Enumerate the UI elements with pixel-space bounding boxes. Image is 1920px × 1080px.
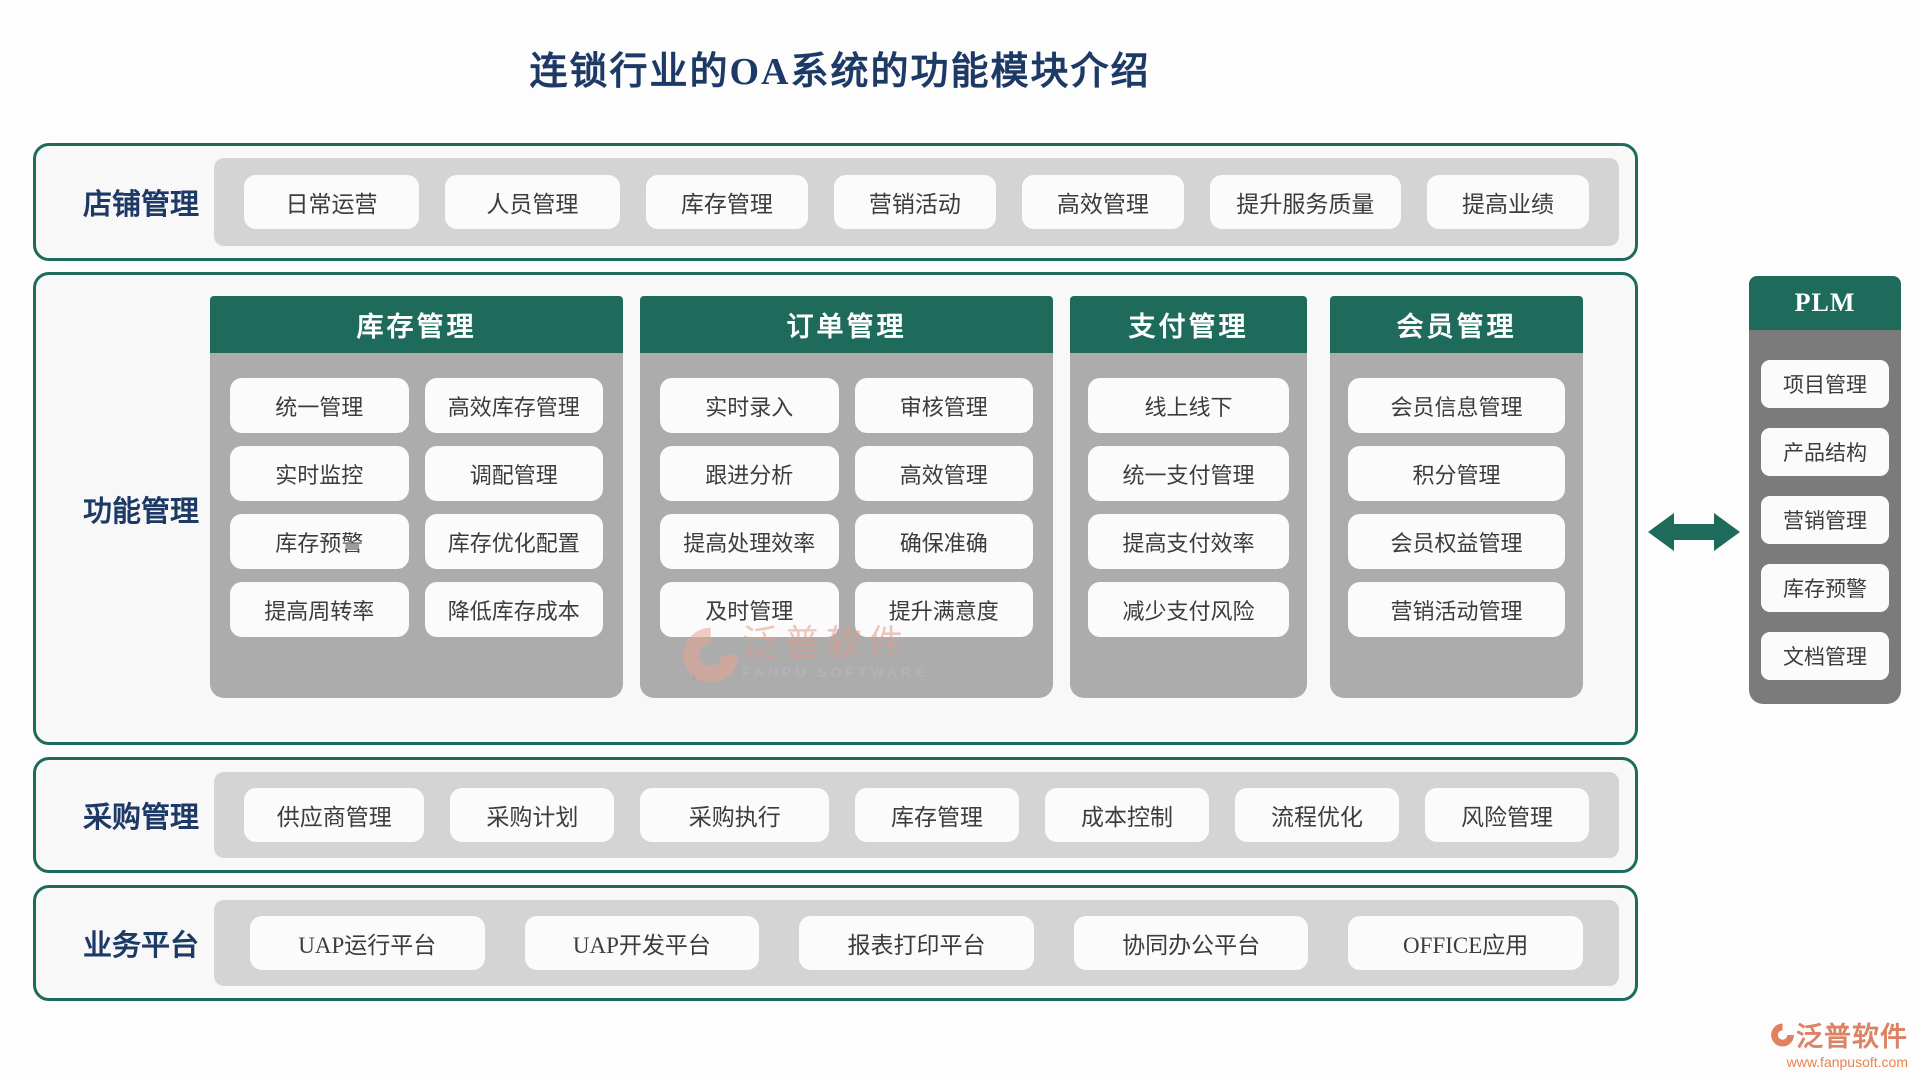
store-item: 提高业绩 [1427, 175, 1589, 229]
function-item: 实时监控 [230, 446, 409, 501]
plm-item: 产品结构 [1761, 428, 1889, 476]
procurement-item: 流程优化 [1235, 788, 1399, 842]
procurement-item: 供应商管理 [244, 788, 425, 842]
function-item: 会员权益管理 [1348, 514, 1565, 569]
order-column-header: 订单管理 [640, 296, 1053, 353]
store-item: 高效管理 [1021, 175, 1184, 229]
platform-item: 报表打印平台 [799, 916, 1034, 970]
footer-brand: 泛普软件 www.fanpusoft.com [1768, 1015, 1908, 1070]
platform-section: 业务平台 UAP运行平台 UAP开发平台 报表打印平台 协同办公平台 OFFIC… [33, 885, 1638, 1001]
inventory-column-body: 统一管理 高效库存管理 实时监控 调配管理 库存预警 库存优化配置 提高周转率 … [210, 353, 623, 698]
function-item: 会员信息管理 [1348, 378, 1565, 433]
plm-item: 营销管理 [1761, 496, 1889, 544]
payment-column: 支付管理 线上线下 统一支付管理 提高支付效率 减少支付风险 [1070, 296, 1307, 698]
fanpu-logo-icon [1771, 1023, 1794, 1046]
function-item: 实时录入 [660, 378, 839, 433]
footer-brand-name: 泛普软件 [1796, 1022, 1908, 1052]
procurement-item: 成本控制 [1045, 788, 1209, 842]
platform-item: UAP运行平台 [250, 916, 485, 970]
store-item: 营销活动 [833, 175, 996, 229]
function-item: 降低库存成本 [424, 582, 603, 637]
plm-panel: PLM 项目管理 产品结构 营销管理 库存预警 文档管理 [1749, 276, 1901, 704]
function-item: 提升满意度 [854, 582, 1033, 637]
payment-column-body: 线上线下 统一支付管理 提高支付效率 减少支付风险 [1070, 353, 1307, 698]
function-item: 减少支付风险 [1088, 582, 1289, 637]
function-item: 统一支付管理 [1088, 446, 1289, 501]
function-item: 高效库存管理 [424, 378, 603, 433]
plm-panel-body: 项目管理 产品结构 营销管理 库存预警 文档管理 [1749, 330, 1901, 704]
inventory-column-header: 库存管理 [210, 296, 623, 353]
platform-item: OFFICE应用 [1348, 916, 1583, 970]
store-management-section: 店铺管理 日常运营 人员管理 库存管理 营销活动 高效管理 提升服务质量 提高业… [33, 143, 1638, 261]
function-item: 线上线下 [1088, 378, 1289, 433]
procurement-item: 采购执行 [640, 788, 829, 842]
function-item: 及时管理 [660, 582, 839, 637]
platform-items-strip: UAP运行平台 UAP开发平台 报表打印平台 协同办公平台 OFFICE应用 [214, 900, 1619, 986]
platform-section-label: 业务平台 [82, 930, 199, 962]
function-item: 跟进分析 [660, 446, 839, 501]
footer-brand-url: www.fanpusoft.com [1786, 1054, 1908, 1070]
store-items-strip: 日常运营 人员管理 库存管理 营销活动 高效管理 提升服务质量 提高业绩 [214, 158, 1619, 246]
plm-item: 库存预警 [1761, 564, 1889, 612]
function-section-label: 功能管理 [82, 495, 199, 528]
page-title: 连锁行业的OA系统的功能模块介绍 [529, 51, 1151, 93]
store-item: 日常运营 [244, 175, 419, 229]
member-column-header: 会员管理 [1330, 296, 1583, 353]
order-column-body: 实时录入 审核管理 跟进分析 高效管理 提高处理效率 确保准确 及时管理 提升满… [640, 353, 1053, 698]
store-section-label: 店铺管理 [82, 189, 199, 221]
footer-brand-row: 泛普软件 [1768, 1015, 1908, 1054]
function-item: 统一管理 [230, 378, 409, 433]
procurement-item: 风险管理 [1425, 788, 1589, 842]
store-item: 人员管理 [444, 175, 620, 229]
function-item: 积分管理 [1348, 446, 1565, 501]
inventory-column: 库存管理 统一管理 高效库存管理 实时监控 调配管理 库存预警 库存优化配置 提… [210, 296, 623, 698]
procurement-section-label: 采购管理 [82, 802, 199, 834]
store-item: 库存管理 [645, 175, 808, 229]
payment-column-header: 支付管理 [1070, 296, 1307, 353]
function-item: 库存优化配置 [424, 514, 603, 569]
function-item: 确保准确 [854, 514, 1033, 569]
platform-item: 协同办公平台 [1073, 916, 1309, 970]
procurement-section: 采购管理 供应商管理 采购计划 采购执行 库存管理 成本控制 流程优化 风险管理 [33, 757, 1638, 873]
function-management-section: 功能管理 库存管理 统一管理 高效库存管理 实时监控 调配管理 库存预警 库存优… [33, 272, 1638, 745]
function-item: 营销活动管理 [1348, 582, 1565, 637]
function-item: 提高周转率 [230, 582, 409, 637]
function-item: 高效管理 [854, 446, 1033, 501]
platform-item: UAP开发平台 [524, 916, 760, 970]
procurement-item: 采购计划 [450, 788, 615, 842]
procurement-items-strip: 供应商管理 采购计划 采购执行 库存管理 成本控制 流程优化 风险管理 [214, 772, 1619, 858]
function-item: 提高支付效率 [1088, 514, 1289, 569]
member-column-body: 会员信息管理 积分管理 会员权益管理 营销活动管理 [1330, 353, 1583, 698]
plm-item: 文档管理 [1761, 632, 1889, 680]
function-item: 调配管理 [424, 446, 603, 501]
function-item: 审核管理 [854, 378, 1033, 433]
plm-item: 项目管理 [1761, 360, 1889, 408]
store-item: 提升服务质量 [1209, 175, 1401, 229]
function-item: 提高处理效率 [660, 514, 839, 569]
plm-panel-header: PLM [1749, 276, 1901, 330]
double-arrow-icon [1648, 513, 1740, 551]
order-column: 订单管理 实时录入 审核管理 跟进分析 高效管理 提高处理效率 确保准确 及时管… [640, 296, 1053, 698]
procurement-item: 库存管理 [855, 788, 1019, 842]
function-item: 库存预警 [230, 514, 409, 569]
member-column: 会员管理 会员信息管理 积分管理 会员权益管理 营销活动管理 [1330, 296, 1583, 698]
